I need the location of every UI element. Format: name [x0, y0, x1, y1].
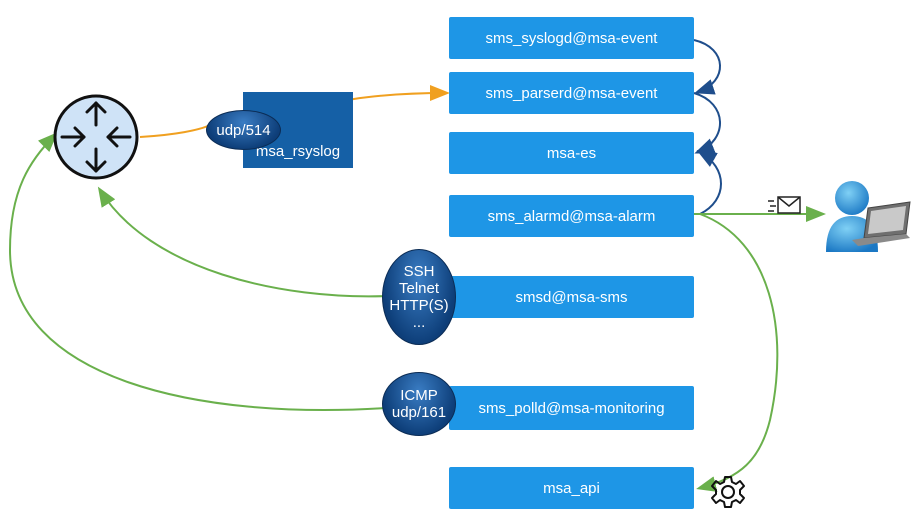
sms-to-router-line	[97, 186, 389, 298]
service-api: msa_api	[449, 467, 694, 509]
service-parserd: sms_parserd@msa-event	[449, 72, 694, 114]
protocol-more: ...	[412, 314, 426, 331]
chain-arrow-parserd-es	[693, 92, 721, 154]
rsyslog-label: msa_rsyslog	[255, 143, 341, 160]
protocol-ssh: SSH	[403, 263, 435, 280]
service-polld: sms_polld@msa-monitoring	[449, 386, 694, 430]
service-alarmd-label: sms_alarmd@msa-alarm	[487, 207, 656, 225]
service-parserd-label: sms_parserd@msa-event	[485, 84, 658, 102]
udp-514-badge: udp/514	[206, 110, 281, 150]
router-icon	[52, 93, 140, 181]
envelope-icon	[768, 195, 802, 217]
service-syslogd-label: sms_syslogd@msa-event	[485, 29, 658, 47]
service-es: msa-es	[449, 132, 694, 174]
service-smsd: smsd@msa-sms	[449, 276, 694, 318]
service-polld-label: sms_polld@msa-monitoring	[478, 399, 665, 417]
protocol-icmp: ICMP	[400, 387, 438, 404]
chain-arrow-alarmd-es	[696, 150, 722, 215]
protocol-snmp: udp/161	[391, 404, 447, 421]
sms-protocols-badge: SSH Telnet HTTP(S) ...	[382, 249, 456, 345]
monitoring-protocols-badge: ICMP udp/161	[382, 372, 456, 436]
protocol-http: HTTP(S)	[389, 297, 449, 314]
chain-arrow-syslogd-parserd	[693, 39, 721, 95]
protocol-telnet: Telnet	[398, 280, 440, 297]
monitoring-to-router-line	[8, 132, 387, 411]
service-alarmd: sms_alarmd@msa-alarm	[449, 195, 694, 237]
udp-514-label: udp/514	[216, 121, 271, 139]
service-syslogd: sms_syslogd@msa-event	[449, 17, 694, 59]
syslog-flow-line	[139, 124, 211, 138]
service-api-label: msa_api	[543, 479, 600, 497]
alarm-to-api-line	[696, 213, 779, 492]
service-es-label: msa-es	[546, 144, 597, 162]
gear-icon	[710, 474, 746, 510]
service-smsd-label: smsd@msa-sms	[515, 288, 628, 306]
user-laptop-icon	[822, 178, 916, 256]
